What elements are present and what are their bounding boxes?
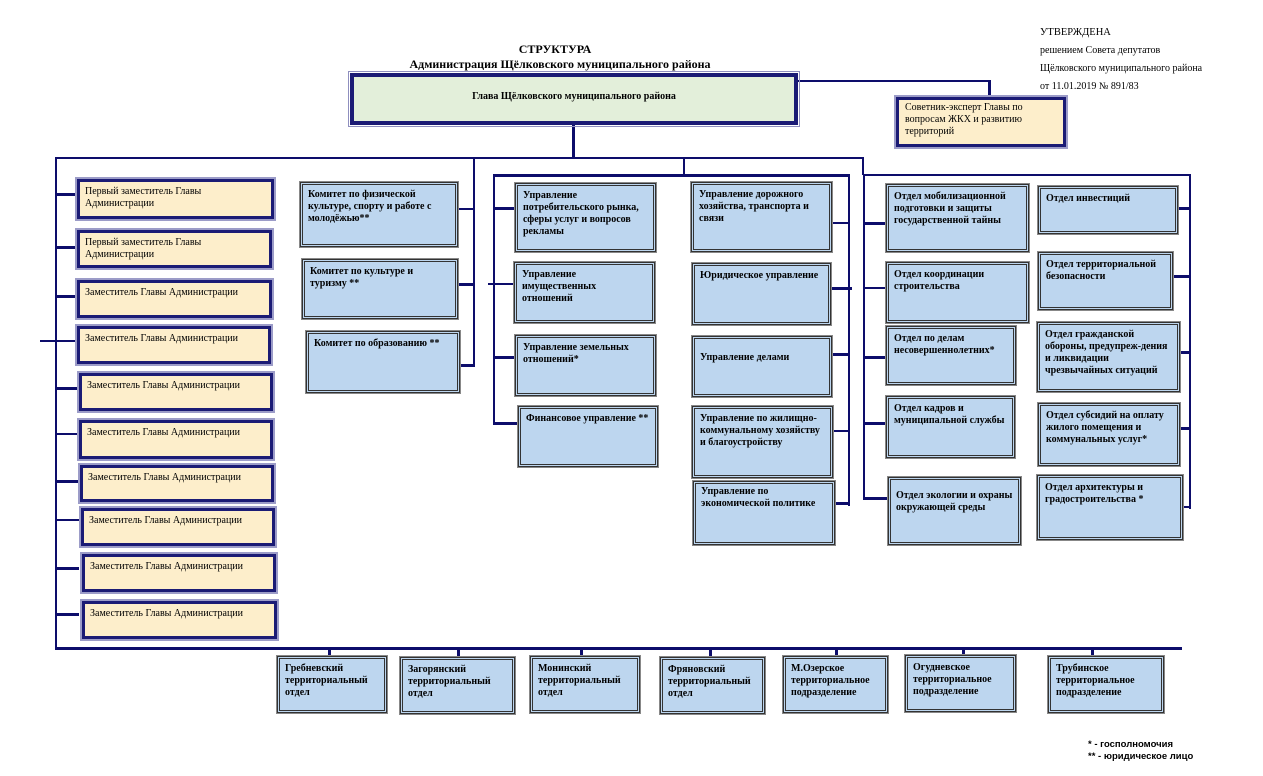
division-box: Отдел инвестиций <box>1037 185 1179 235</box>
committee-box: Комитет по культуре и туризму ** <box>301 258 459 320</box>
deputy-box: Заместитель Главы Администрации <box>75 324 273 366</box>
territorial-box: М.Озерское территориальное подразделение <box>782 655 889 714</box>
advisor-box: Советник-эксперт Главы по вопросам ЖКХ и… <box>894 95 1068 149</box>
deputy-box: Заместитель Главы Администрации <box>77 418 275 461</box>
department-box: Управление имущественных отношений <box>513 261 656 324</box>
department-box: Юридическое управление <box>691 262 832 326</box>
deputy-box: Заместитель Главы Администрации <box>78 463 276 504</box>
deputy-box: Заместитель Главы Администрации <box>80 552 278 594</box>
approval-line: УТВЕРЖДЕНА <box>1040 27 1111 38</box>
chart-title: СТРУКТУРА <box>518 42 592 56</box>
approval-line: решением Совета депутатов <box>1040 45 1161 56</box>
department-box: Управление по экономической политике <box>692 480 836 546</box>
deputy-box: Заместитель Главы Администрации <box>79 506 277 548</box>
approval-line: Щёлковского муниципального района <box>1040 63 1203 74</box>
territorial-box: Загорянский территориальный отдел <box>399 656 516 715</box>
deputy-box: Заместитель Главы Администрации <box>80 599 279 641</box>
division-box: Отдел мобилизационной подготовки и защит… <box>885 183 1030 253</box>
head-box: Глава Щёлковского муниципального района <box>348 71 800 127</box>
territorial-box: Трубинское территориальное подразделение <box>1047 655 1165 714</box>
division-box: Отдел по делам несовершеннолетних* <box>885 325 1017 386</box>
deputy-box: Первый заместитель Главы Администрации <box>75 228 274 270</box>
committee-box: Комитет по образованию ** <box>305 330 461 394</box>
territorial-box: Монинский территориальный отдел <box>529 655 641 714</box>
territorial-box: Огудневское территориальное подразделени… <box>904 654 1017 713</box>
deputy-box: Заместитель Главы Администрации <box>77 371 275 413</box>
territorial-box: Фряновский территориальный отдел <box>659 656 766 715</box>
department-box: Управление потребительского рынка, сферы… <box>514 182 657 253</box>
division-box: Отдел кадров и муниципальной службы <box>885 395 1016 459</box>
division-box: Отдел архитектуры и градостроительства * <box>1036 474 1184 541</box>
division-box: Отдел территориальной безопасности <box>1037 251 1174 311</box>
legend-item-double-asterisk: ** - юридическое лицо <box>1088 751 1194 762</box>
department-box: Управление делами <box>691 335 833 398</box>
legend: * - госполномочия ** - юридическое лицо <box>1088 739 1193 763</box>
territorial-box: Гребневский территориальный отдел <box>276 655 388 714</box>
committee-box: Комитет по физической культуре, спорту и… <box>299 181 459 248</box>
chart-subtitle: Администрация Щёлковского муниципального… <box>409 57 711 71</box>
deputy-box: Заместитель Главы Администрации <box>75 278 274 320</box>
approval-stamp: УТВЕРЖДЕНА решением Совета депутатов Щёл… <box>1040 24 1202 96</box>
department-box: Управление дорожного хозяйства, транспор… <box>690 181 833 253</box>
department-box: Управление по жилищно-коммунальному хозя… <box>691 405 834 479</box>
division-box: Отдел координации строительства <box>885 261 1030 324</box>
department-box: Финансовое управление ** <box>517 405 659 468</box>
approval-line: от 11.01.2019 № 891/83 <box>1040 81 1139 92</box>
division-box: Отдел экологии и охраны окружающей среды <box>887 476 1022 546</box>
legend-item-single-asterisk: * - госполномочия <box>1088 739 1174 750</box>
division-box: Отдел гражданской обороны, предупреж-ден… <box>1036 321 1181 393</box>
division-box: Отдел субсидий на оплату жилого помещени… <box>1037 402 1181 467</box>
department-box: Управление земельных отношений* <box>514 334 657 397</box>
deputy-box: Первый заместитель Главы Администрации <box>75 177 276 221</box>
